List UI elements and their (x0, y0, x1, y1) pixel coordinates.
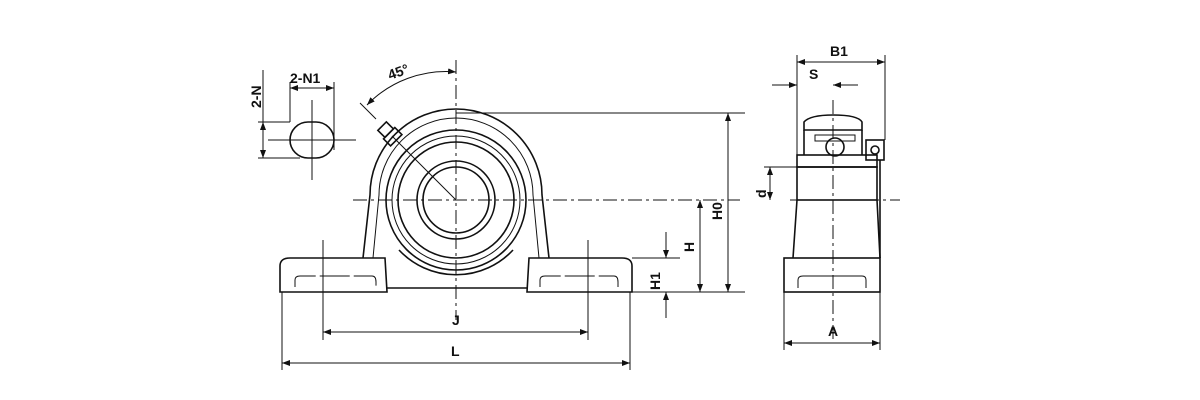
inner-ring-section (796, 154, 878, 168)
cap-section (803, 114, 863, 131)
label-B1: B1 (830, 43, 848, 59)
label-2-N1: 2-N1 (290, 70, 321, 86)
ball (825, 137, 845, 157)
label-S: S (809, 66, 818, 82)
set-collar (865, 139, 885, 161)
label-H0: H0 (709, 202, 725, 220)
side-view: B1 S d A (753, 43, 900, 350)
housing-outline (362, 108, 550, 259)
label-L: L (451, 343, 460, 359)
label-H1: H1 (647, 272, 663, 290)
label-2-N: 2-N (248, 85, 264, 108)
left-foot (279, 257, 388, 293)
side-base (783, 257, 881, 293)
angle-arc (366, 68, 457, 106)
front-view: 45° H0 H H1 J L (279, 60, 745, 370)
label-angle: 45° (386, 61, 411, 83)
label-d: d (753, 189, 769, 198)
label-H: H (681, 242, 697, 252)
label-A: A (828, 323, 838, 339)
right-foot (526, 257, 633, 293)
label-J: J (452, 312, 460, 328)
slot-detail: 2-N1 2-N (248, 70, 356, 180)
